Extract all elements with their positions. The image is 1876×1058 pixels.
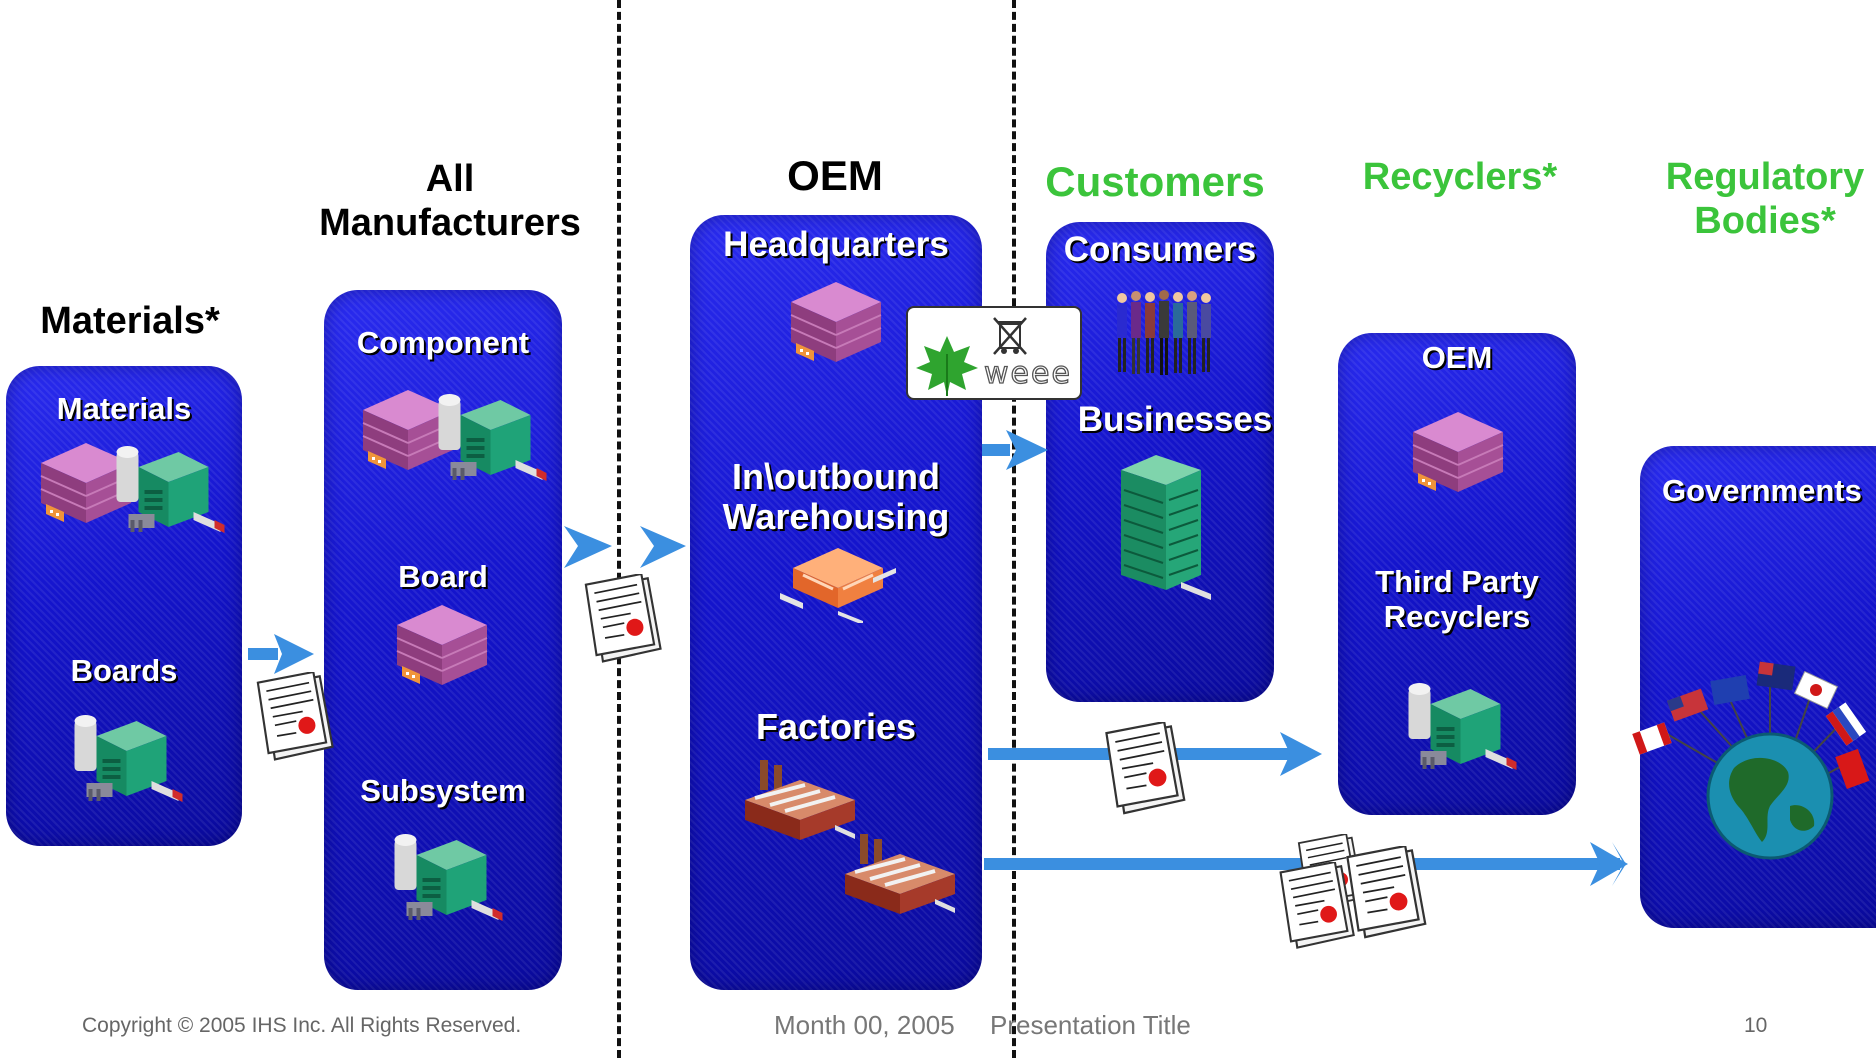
heading-regulatory-bodies: Regulatory Bodies* bbox=[1665, 156, 1865, 242]
document-icon bbox=[1338, 846, 1428, 946]
footer-copyright: Copyright © 2005 IHS Inc. All Rights Res… bbox=[82, 1014, 522, 1037]
label-businesses: Businesses bbox=[1077, 400, 1273, 439]
panel-all-manufacturers: Component Board Subsystem bbox=[324, 290, 562, 990]
panel-customers: Consumers Businesses bbox=[1046, 222, 1274, 702]
heading-materials: Materials* bbox=[40, 300, 220, 342]
label-component: Component bbox=[356, 325, 530, 360]
weee-text: weee bbox=[983, 355, 1072, 391]
footer-title: Presentation Title bbox=[990, 1010, 1191, 1040]
crowd-icon bbox=[1117, 290, 1211, 375]
heading-customers: Customers bbox=[1045, 158, 1265, 205]
label-third-party-recyclers: Third Party Recyclers bbox=[1375, 564, 1539, 634]
document-icon bbox=[248, 672, 336, 768]
separator-line-right bbox=[1012, 0, 1016, 1058]
label-oem-recycler: OEM bbox=[1421, 340, 1493, 375]
heading-oem: OEM bbox=[787, 152, 883, 199]
separator-line-left bbox=[617, 0, 621, 1058]
document-icon bbox=[1096, 722, 1188, 822]
weee-logo-icon: weee bbox=[906, 306, 1082, 400]
heading-recyclers: Recyclers* bbox=[1362, 156, 1558, 198]
label-boards: Boards bbox=[70, 653, 178, 688]
footer-date: Month 00, 2005 bbox=[774, 1010, 955, 1040]
label-headquarters: Headquarters bbox=[723, 225, 949, 264]
panel-recyclers: OEM Third Party Recyclers bbox=[1338, 333, 1576, 815]
label-subsystem: Subsystem bbox=[360, 773, 526, 808]
footer-page-number: 10 bbox=[1744, 1014, 1768, 1037]
label-board: Board bbox=[398, 559, 488, 594]
label-inoutbound-warehousing: In\outbound Warehousing bbox=[722, 456, 950, 538]
label-materials: Materials bbox=[56, 391, 192, 426]
label-factories: Factories bbox=[755, 706, 917, 747]
heading-all-manufacturers: All Manufacturers bbox=[319, 158, 581, 244]
document-icon bbox=[576, 574, 664, 670]
label-consumers: Consumers bbox=[1063, 230, 1257, 269]
globe-flags-icon bbox=[1632, 661, 1870, 860]
leaf-icon bbox=[916, 336, 978, 396]
crossed-bin-icon bbox=[993, 317, 1027, 355]
panel-materials: Materials Boards bbox=[6, 366, 242, 846]
label-governments: Governments bbox=[1662, 473, 1862, 508]
